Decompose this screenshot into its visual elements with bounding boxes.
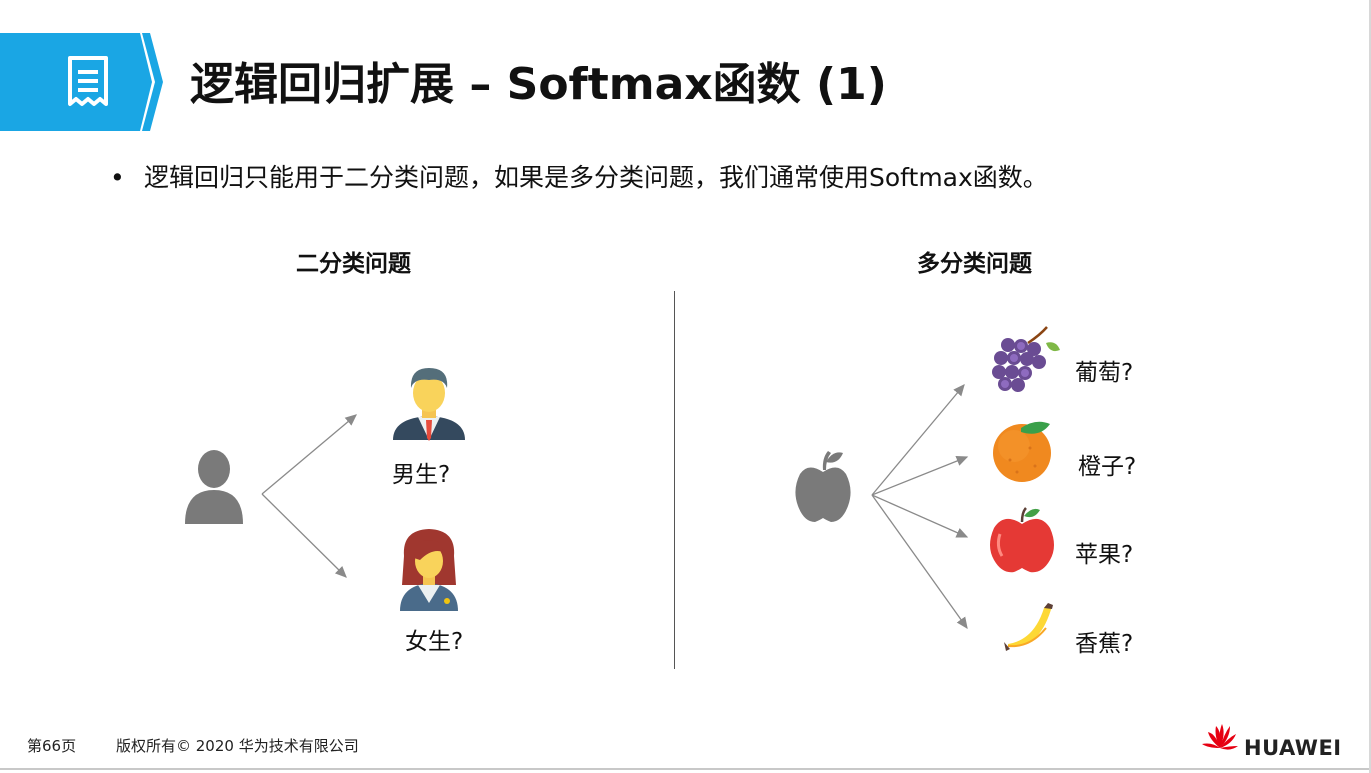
option-label-banana: 香蕉? (1075, 631, 1134, 657)
section-divider (674, 291, 675, 669)
woman-icon (400, 529, 458, 611)
banana-icon (1004, 603, 1053, 651)
option-label-orange: 橙子? (1078, 454, 1137, 480)
arrow-to-man (261, 414, 357, 495)
apple-icon (990, 507, 1054, 573)
copyright: 版权所有© 2020 华为技术有限公司 (116, 737, 359, 755)
huawei-logo-icon (1202, 724, 1238, 750)
page-number: 第66页 (27, 737, 77, 755)
bottom-border (0, 768, 1371, 770)
multi-heading: 多分类问题 (917, 251, 1032, 277)
arrow-to-apple (871, 494, 969, 538)
apple-silhouette-icon (795, 451, 851, 522)
multi-arrows (871, 384, 969, 630)
arrow-to-banana (871, 494, 968, 630)
arrow-to-orange (871, 456, 969, 496)
title-accent-bar (0, 33, 163, 131)
slide-title: 逻辑回归扩展 – Softmax函数 (1) (190, 59, 887, 110)
arrow-to-woman (261, 493, 347, 578)
grape-icon (992, 326, 1060, 392)
orange-icon (993, 421, 1051, 482)
arrow-to-grape (871, 384, 965, 496)
man-icon (393, 368, 465, 441)
document-icon (68, 56, 108, 106)
binary-heading: 二分类问题 (296, 251, 411, 277)
binary-arrows (261, 414, 357, 578)
brand-name: HUAWEI (1244, 736, 1342, 760)
option-label-grape: 葡萄? (1075, 360, 1134, 386)
person-icon (185, 450, 243, 524)
bullet-line: • 逻辑回归只能用于二分类问题，如果是多分类问题，我们通常使用Softmax函数。 (110, 158, 1048, 194)
option-label-apple: 苹果? (1075, 542, 1134, 568)
option-label-man: 男生? (392, 462, 451, 488)
bullet-text: 逻辑回归只能用于二分类问题，如果是多分类问题，我们通常使用Softmax函数。 (144, 163, 1048, 192)
right-border (1369, 0, 1371, 773)
bullet-marker: • (110, 163, 125, 192)
option-label-woman: 女生? (405, 629, 464, 655)
